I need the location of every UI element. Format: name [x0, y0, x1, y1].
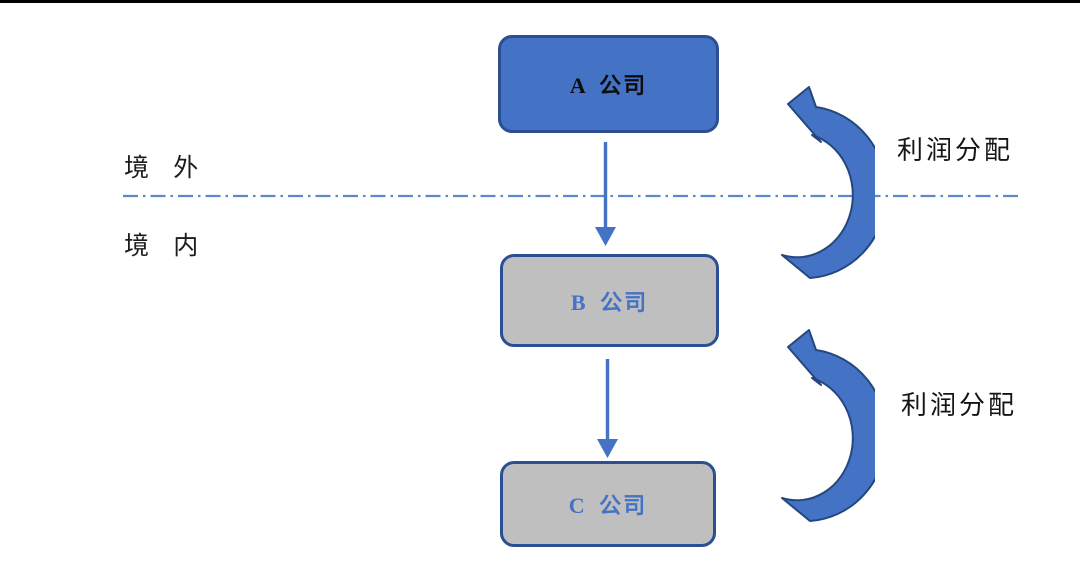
company-c-label: C 公司 — [568, 493, 648, 518]
company-a-label: A 公司 — [569, 73, 648, 98]
domestic-region-label: 境 内 — [124, 233, 202, 260]
curved-up-arrow-profit-2-icon — [781, 329, 875, 522]
overseas-region-label: 境 外 — [124, 155, 202, 182]
top-rule-divider — [0, 0, 1080, 3]
company-a-node: A 公司 — [498, 35, 719, 133]
down-arrow-b-to-c-icon — [597, 359, 618, 458]
profit-distribution-label-2: 利润分配 — [901, 391, 1018, 420]
company-c-node: C 公司 — [500, 461, 716, 547]
company-b-label: B 公司 — [570, 289, 649, 315]
curved-up-arrow-profit-1-icon — [781, 86, 875, 279]
profit-distribution-label-1: 利润分配 — [897, 136, 1014, 165]
down-arrow-a-to-b-icon — [595, 142, 616, 246]
border-dashdot-line-icon — [123, 194, 1020, 198]
company-b-node: B 公司 — [500, 254, 719, 347]
